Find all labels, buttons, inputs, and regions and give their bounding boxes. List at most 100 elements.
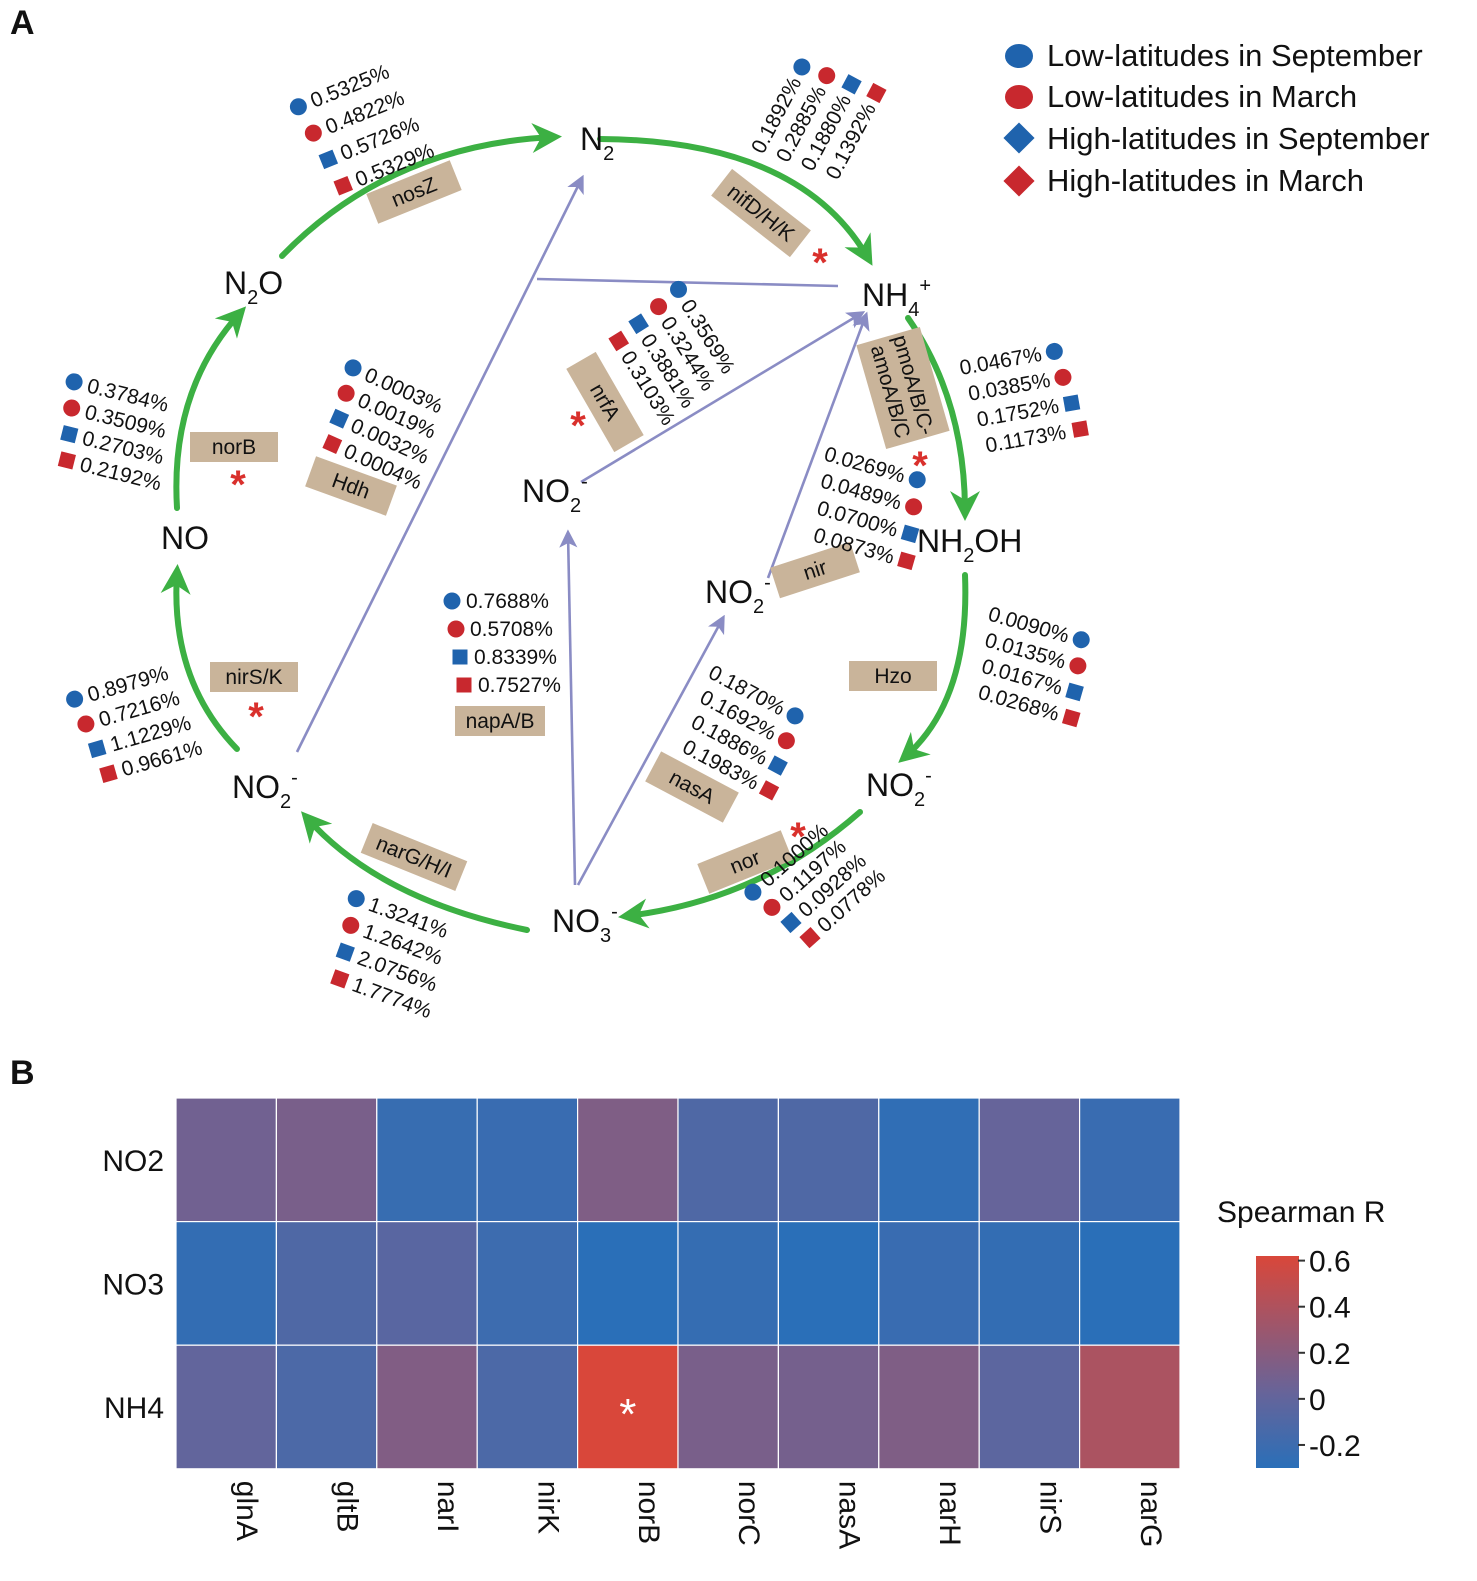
node-no2-center: NO2- <box>522 471 588 517</box>
legend-label-high-mar: High-latitudes in March <box>1047 163 1364 198</box>
significance-star-norB: * <box>230 463 246 507</box>
panel-label-a: A <box>10 4 35 42</box>
legend-label-high-sep: High-latitudes in September <box>1047 121 1430 156</box>
gene-box-hdh: Hdh <box>305 456 397 516</box>
gene-values-hzo: 0.0090%0.0135%0.0167%0.0268% <box>976 603 1090 728</box>
arrow-n2-to-nh4 <box>597 136 873 266</box>
legend-marker-high-mar <box>1003 165 1035 197</box>
arrow-no2left-to-no <box>160 564 240 752</box>
heatmap-cell-NO2-norC <box>677 1097 780 1223</box>
heatmap-cell-NO3-narH <box>878 1220 980 1346</box>
heatmap-cell-NH4-narH <box>878 1344 980 1470</box>
gene-box-bg <box>190 432 278 462</box>
arrow-no2-to-n2 <box>295 174 584 753</box>
heatmap-cell-NH4-nirK <box>476 1344 579 1470</box>
row-label-NO3: NO3 <box>102 1268 164 1301</box>
gene-box-bg <box>566 351 644 453</box>
legend-label-low-sep: Low-latitudes in September <box>1047 38 1423 73</box>
arrow-nh2oh-to-no2 <box>898 572 969 763</box>
col-label-narI: narI <box>431 1481 464 1533</box>
arrow-no2inner-to-nh4 <box>766 311 870 579</box>
value-marker <box>66 690 84 708</box>
heatmap-cell-NO2-norB <box>576 1097 679 1223</box>
value-marker <box>1054 368 1072 386</box>
value-marker <box>452 649 468 665</box>
nodes: N2 NH4+ NH2OH NO2- NO3- NO2- NO N2O NO2-… <box>161 121 1022 947</box>
value-text: 0.7688% <box>466 590 549 613</box>
value-text: 0.7527% <box>478 674 561 697</box>
gene-box-bg <box>645 751 739 823</box>
arrow-no3-to-no2left <box>301 811 530 933</box>
gene-box-bg <box>856 326 950 450</box>
value-marker <box>322 434 343 454</box>
gene-label: napA/B <box>466 710 535 733</box>
heatmap-cell-NH4-nasA <box>777 1344 880 1470</box>
value-marker <box>1065 682 1084 702</box>
gene-box-bg <box>711 168 811 258</box>
legend-marker-low-sep <box>1005 44 1033 68</box>
value-text: 0.5708% <box>470 618 553 641</box>
value-marker <box>786 707 804 725</box>
col-label-narH: narH <box>933 1481 966 1546</box>
value-marker <box>608 330 630 352</box>
gene-box-napAB: napA/B <box>455 706 545 736</box>
value-marker <box>1072 631 1090 649</box>
gene-values-napAB: 0.7688%0.5708%0.8339%0.7527% <box>443 590 561 697</box>
value-marker <box>650 298 668 316</box>
value-marker <box>1071 420 1089 438</box>
heatmap-cell-NO3-norC <box>677 1220 780 1346</box>
value-marker <box>318 149 339 170</box>
arrow-no-to-n2o <box>173 306 247 511</box>
gene-box-pmoA: pmoA/B/C-amoA/B/C <box>856 326 950 450</box>
heatmap-cell-NO3-narI <box>376 1220 478 1346</box>
gene-box-nir: nir <box>770 541 860 599</box>
col-label-gltB: gltB <box>331 1481 364 1533</box>
arrow-no2-to-no3 <box>618 809 863 929</box>
value-marker <box>456 677 472 693</box>
heatmap-cell-NO2-narG <box>1078 1097 1181 1223</box>
value-marker <box>793 58 811 76</box>
heatmap-cell-NO3-glnA <box>175 1220 278 1346</box>
value-marker <box>628 313 649 335</box>
value-marker <box>767 755 788 776</box>
gene-values-norB: 0.3784%0.3509%0.2703%0.2192% <box>57 373 171 495</box>
node-no3: NO3- <box>552 901 618 947</box>
value-marker <box>335 942 355 962</box>
arrow-no3-to-no2inner <box>576 614 725 886</box>
heatmap-cell-NO3-narG <box>1078 1220 1181 1346</box>
value-marker <box>1062 394 1081 412</box>
heatmap-cell-NO2-narH <box>878 1097 980 1223</box>
inner-arrows <box>295 174 870 886</box>
gene-box-bg <box>366 160 462 224</box>
value-marker <box>337 384 355 402</box>
gene-box-norB: norB <box>190 432 278 462</box>
gene-box-nor: nor <box>697 830 793 894</box>
heatmap-cell-NH4-glnA <box>175 1344 278 1470</box>
node-nh2oh: NH2OH <box>917 523 1022 567</box>
value-marker <box>289 98 307 116</box>
heatmap-cell-NO3-nasA <box>777 1220 880 1346</box>
heatmap-cell-NO2-nasA <box>777 1097 880 1223</box>
value-marker <box>60 425 79 444</box>
panel-label-b: B <box>10 1054 35 1092</box>
colorbar-tick-label: 0 <box>1309 1384 1326 1417</box>
value-marker <box>344 359 362 377</box>
value-marker <box>799 927 821 949</box>
gene-box-narGHI: narG/H/I <box>360 823 468 891</box>
significance-star-nifDHK: * <box>812 241 828 285</box>
colorbar-title: Spearman R <box>1217 1196 1385 1229</box>
value-marker <box>443 592 461 610</box>
legend-marker-high-sep <box>1003 122 1035 154</box>
value-marker <box>777 732 795 750</box>
colorbar-tick-label: 0.4 <box>1309 1292 1351 1325</box>
col-label-narG: narG <box>1134 1481 1167 1548</box>
gene-values-narGHI: 1.3241%1.2642%2.0756%1.7774% <box>330 890 451 1023</box>
gene-label: narG/H/I <box>373 832 455 883</box>
